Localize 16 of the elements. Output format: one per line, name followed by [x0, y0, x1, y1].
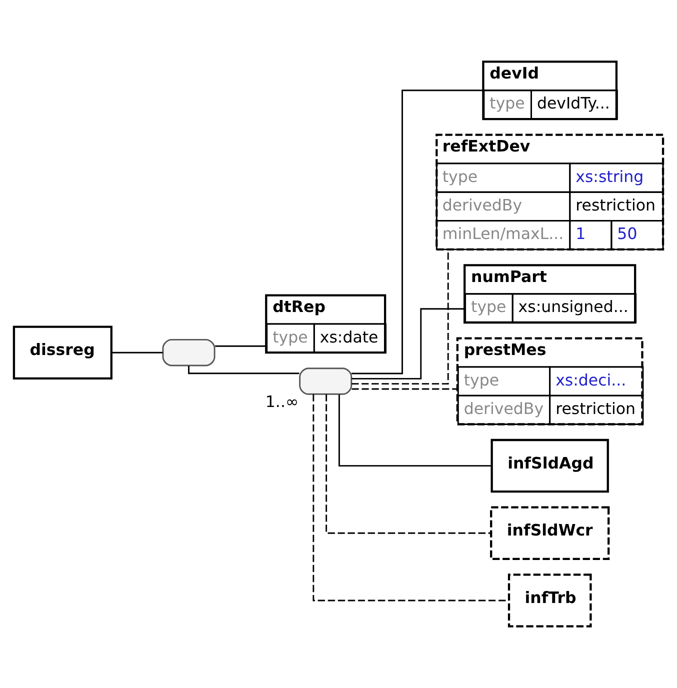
connector	[188, 366, 300, 374]
node-box	[162, 338, 216, 366]
connector	[352, 308, 465, 380]
connector	[338, 394, 492, 466]
node-label: 1..∞	[265, 392, 299, 411]
connector	[352, 250, 449, 385]
node-box: infTrb	[508, 574, 592, 628]
connector	[111, 352, 163, 354]
node-box: infSldAgd	[490, 438, 609, 493]
connector	[215, 345, 266, 347]
node-box: infSldWcr	[490, 506, 610, 560]
node-box: dissreg	[12, 326, 112, 380]
node-box	[299, 368, 352, 395]
connector	[352, 388, 458, 390]
connector	[352, 90, 483, 374]
connector	[326, 394, 491, 534]
